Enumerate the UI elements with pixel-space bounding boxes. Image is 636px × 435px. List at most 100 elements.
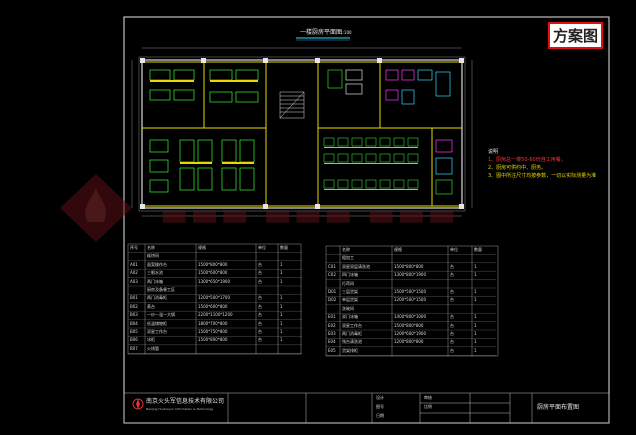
table-cell: 1 [474,263,477,269]
table-cell: 1200*500*1500 [394,297,426,303]
table-cell: 1500*800*800 [394,322,424,328]
table-header-cell: 数量 [280,245,288,250]
table-cell: 蒸台 [147,303,155,309]
table-cell: 1500*750*800 [198,329,228,334]
company-name: 南京火头军信息技术有限公司 [146,398,225,405]
table-cell: 台 [450,347,454,353]
table-cell: 三眼水池 [147,270,163,276]
notes-heading: 说明 [488,149,499,155]
table-cell: 1200*500*1700 [198,295,230,301]
table-cell: 1500*800*800 [394,263,424,269]
table-cell: 两门消毒柜 [147,295,167,301]
table-cell: 1 [280,337,283,343]
title-block-label: 审核 [424,395,432,400]
table-cell: 1300*800*1900 [394,272,426,278]
table-cell: 台 [258,312,262,318]
table-cell: B06 [130,337,138,343]
table-cell: 单层货架 [342,297,358,303]
table-cell: 1400*800*1000 [394,314,426,320]
table-cell: E04 [328,339,336,345]
table-cell: 货架排柜 [342,347,358,353]
table-cell: 台 [258,278,262,284]
left-table-grid [127,243,302,355]
scheme-badge: 方案图 [548,22,603,49]
notes-line-2: 2、厨房可供约中、厨务。 [488,165,547,171]
watermark-logo-icon [60,174,132,242]
table-cell: 台 [450,339,454,345]
table-cell: D01 [328,289,337,294]
table-cell: 两门消毒柜 [342,331,362,336]
table-cell: A01 [130,261,138,267]
plan-title: 一楼厨房平面图 [300,29,343,36]
table-cell: 双星双层清洗池 [342,263,370,269]
drawing-name: 厨房平面布置图 [537,404,580,411]
table-header-cell: 规格 [198,245,206,250]
table-cell: 台 [450,322,454,328]
table-cell: B07 [130,345,138,351]
table-cell: 台 [258,270,262,276]
table-cell: 台 [450,297,454,303]
table-cell: 两门冰箱 [147,278,163,284]
table-cell: 1 [474,322,477,328]
table-cell: 1500*600*800 [198,270,228,276]
table-cell: 火线管 [147,345,159,351]
table-cell: 台 [258,329,262,334]
table-cell: 1 [474,297,477,303]
company-name-en: Nanjing Huotoujun Information & Technolo… [146,407,214,411]
dining-tables [323,137,419,189]
table-cell: 1 [280,295,283,301]
compass-logo-icon [132,398,144,410]
table-header-cell: 单位 [450,247,458,252]
table-cell: 台 [258,337,262,343]
table-cell: 糕饼间 [147,253,159,259]
table-cell: C02 [328,272,336,278]
table-cell: D02 [328,297,337,303]
table-cell: 洗碗间 [342,305,354,311]
table-cell: 1 [280,261,283,267]
table-cell: 台 [450,331,454,336]
kitchen-equipment [327,69,453,195]
table-cell: E05 [328,347,336,353]
table-cell: E03 [328,331,336,336]
title-block-label: 图号 [376,404,384,409]
table-cell: 1 [474,314,477,320]
table-cell: 1200*600*1900 [394,331,426,336]
table-cell: E01 [328,314,336,320]
watermark-text: ▬▬▬ ▬▬▬ ▬▬▬ [160,198,458,233]
table-cell: 1500*600*800 [198,303,228,309]
table-cell: 低温储物柜 [147,320,167,326]
table-cell: 四门冰箱 [342,272,358,278]
stair-icon [279,91,305,119]
table-cell: 台 [450,272,454,278]
table-cell: 一炒一温一大锅 [147,312,175,318]
table-cell: A02 [130,270,138,276]
table-header-cell: 数量 [474,247,482,252]
table-cell: 双星工作台 [342,322,362,328]
floor-plan [138,56,466,212]
table-cell: 1 [474,289,477,294]
title-block [123,392,610,424]
table-cell: E02 [328,322,336,328]
table-cell: 1 [280,270,283,276]
table-cell: B03 [130,312,138,318]
table-cell: 台 [450,314,454,320]
title-block-label: 比例 [424,404,432,409]
table-cell: 三层货架 [342,289,358,294]
table-cell: 2200*1100*1200 [198,312,233,318]
right-table-grid [325,245,499,357]
table-cell: 1500*800*800 [198,261,228,267]
table-cell: C01 [328,263,336,269]
table-cell: 双门冰箱 [342,314,358,320]
table-cell: 1500*800*800 [198,337,228,343]
title-block-label: 日期 [376,413,384,418]
table-cell: 厨房及备餐工区 [147,287,175,292]
table-cell: 1 [280,320,283,326]
table-cell: 1500*500*1500 [394,289,426,294]
table-header-cell: 名称 [342,247,350,252]
notes-line-1: 1、厨房总一楼50-60份自工用餐。 [488,157,566,163]
table-cell: 1 [474,347,477,353]
notes-line-3: 3、图中所注尺寸均按参数，一切以实际测量为准 [488,173,597,179]
title-block-label: 设计 [376,395,384,400]
table-header-cell: 名称 [147,245,155,250]
table-cell: A03 [130,278,138,284]
